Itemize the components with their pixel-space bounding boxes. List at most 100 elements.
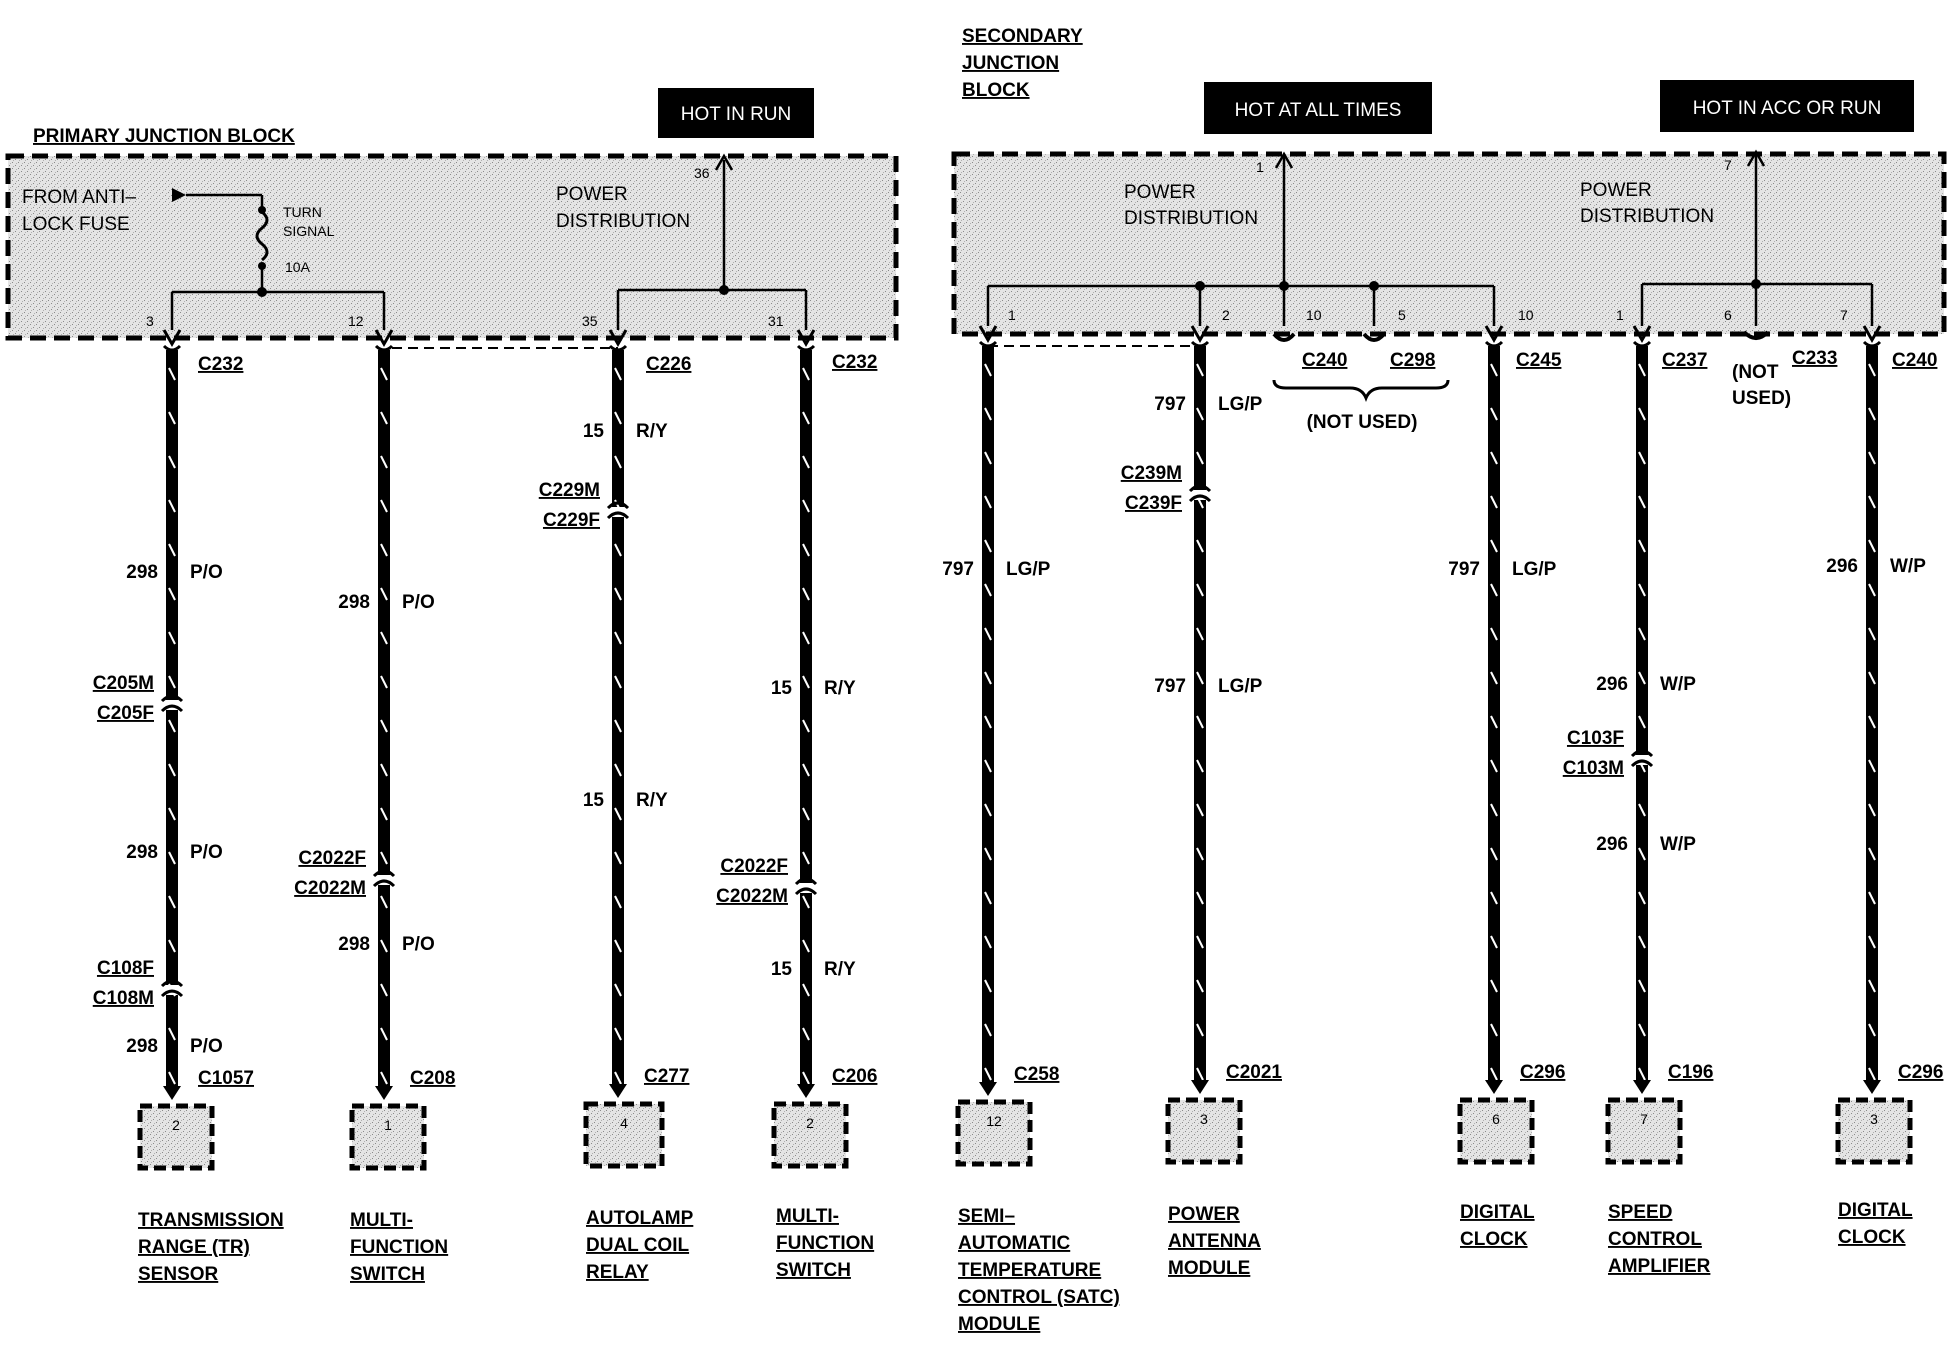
turn-signal-label-1: TURN — [283, 204, 322, 220]
splice-connector-icon — [1630, 759, 1654, 768]
inline-connector-label: C205F — [97, 703, 154, 724]
secondary-feed-pin-1: 1 — [1256, 159, 1264, 175]
component-name-label: AUTOLAMP — [586, 1208, 694, 1229]
wire-end-arrow-icon — [1633, 1080, 1651, 1094]
wire-hatch — [984, 979, 992, 993]
wire-hatch — [614, 631, 622, 645]
wire-color-label: LG/P — [1512, 559, 1557, 580]
inline-connector-label: C108F — [97, 958, 154, 979]
secondary-pin-6: 1 — [1616, 307, 1624, 323]
wire-color-label: P/O — [190, 562, 223, 583]
wire-color-label: W/P — [1660, 674, 1696, 695]
wire-number-label: 797 — [1154, 676, 1186, 697]
bottom-connector-label: C258 — [1014, 1064, 1059, 1085]
wire-hatch — [614, 719, 622, 733]
wire-hatch — [380, 1071, 388, 1085]
wire-hatch — [1638, 671, 1646, 685]
wire-hatch — [802, 367, 810, 381]
component-name-label: SENSOR — [138, 1264, 219, 1285]
wire-hatch — [1196, 1067, 1204, 1081]
component-name-label: CONTROL (SATC) — [958, 1287, 1120, 1308]
splice-connector-icon — [372, 879, 396, 888]
wire-hatch — [380, 675, 388, 689]
primary-pin-4: 31 — [768, 313, 784, 329]
wire-number-label: 797 — [1154, 394, 1186, 415]
wire-hatch — [380, 719, 388, 733]
not-used-brace-icon — [1272, 379, 1450, 403]
top-connector-label: C232 — [832, 352, 877, 373]
component-pin-label: 3 — [1200, 1111, 1208, 1127]
wire-hatch — [380, 587, 388, 601]
wire-hatch — [380, 983, 388, 997]
wire-hatch — [168, 851, 176, 865]
wire-hatch — [1638, 407, 1646, 421]
wire-hatch — [1490, 1023, 1498, 1037]
wire-hatch — [802, 543, 810, 557]
inline-connector-label: C2022F — [720, 856, 788, 877]
wire-hatch — [1638, 935, 1646, 949]
wire-number-label: 298 — [126, 1036, 158, 1057]
c233-unused-connector-icon — [1742, 330, 1770, 340]
wire-hatch — [1490, 671, 1498, 685]
wire-hatch — [1868, 715, 1876, 729]
wire-color-label: R/Y — [636, 790, 668, 811]
wire-end-arrow-icon — [1863, 1080, 1881, 1094]
c233-not-used-label-1: (NOT — [1732, 362, 1779, 383]
component-box — [771, 1101, 849, 1169]
inline-connector-label: C108M — [93, 988, 154, 1009]
wire-hatch — [1868, 979, 1876, 993]
splice-connector-icon — [160, 989, 184, 998]
secondary-power-distribution-4: DISTRIBUTION — [1580, 206, 1714, 227]
wire-hatch — [802, 807, 810, 821]
wire-hatch — [614, 1027, 622, 1041]
wire-hatch — [614, 763, 622, 777]
c233-label: C233 — [1792, 348, 1837, 369]
wire-number-label: 797 — [1448, 559, 1480, 580]
wire-hatch — [984, 451, 992, 465]
component-name-label: TRANSMISSION — [138, 1210, 284, 1231]
secondary-pin-4: 5 — [1398, 307, 1406, 323]
secondary-pin-7: 6 — [1724, 307, 1732, 323]
hot-in-acc-or-run-label: HOT IN ACC OR RUN — [1693, 98, 1882, 119]
wire-hatch — [1196, 935, 1204, 949]
wire-hatch — [802, 983, 810, 997]
c233-not-used-label-2: USED) — [1732, 388, 1791, 409]
component-name-label: DIGITAL — [1460, 1202, 1535, 1223]
wire-hatch — [1196, 847, 1204, 861]
wire-hatch — [1638, 847, 1646, 861]
wire-hatch — [1196, 627, 1204, 641]
component-box — [137, 1103, 215, 1171]
wire-hatch — [614, 939, 622, 953]
primary-block-box — [5, 153, 899, 341]
wire-hatch — [1638, 363, 1646, 377]
component-box — [1165, 1097, 1243, 1165]
top-connector-label: C245 — [1516, 350, 1562, 371]
component-name-label: POWER — [1168, 1204, 1240, 1225]
wire-hatch — [984, 583, 992, 597]
component-name-label: DUAL COIL — [586, 1235, 689, 1256]
wire-end-arrow-icon — [1485, 1080, 1503, 1094]
fuse-feed-arrow-icon — [172, 188, 186, 202]
component-box — [1605, 1097, 1683, 1165]
wire-hatch — [802, 411, 810, 425]
wire-hatch — [1868, 539, 1876, 553]
wire-hatch — [984, 935, 992, 949]
component-name-label: AMPLIFIER — [1608, 1256, 1711, 1277]
wire-hatch — [168, 1071, 176, 1085]
wire-hatch — [614, 895, 622, 909]
connector-arrow-icon — [1190, 325, 1210, 344]
wire-hatch — [1490, 407, 1498, 421]
wire-hatch — [1638, 979, 1646, 993]
component-pin-label: 1 — [384, 1117, 392, 1133]
bottom-connector-label: C208 — [410, 1068, 455, 1089]
wire-hatch — [802, 1071, 810, 1085]
top-connector-label: C237 — [1662, 350, 1707, 371]
wire-hatch — [802, 895, 810, 909]
component-name-label: CLOCK — [1838, 1227, 1906, 1248]
hot-at-all-times-box — [1204, 82, 1432, 134]
secondary-feed-pin-2: 7 — [1724, 157, 1732, 173]
